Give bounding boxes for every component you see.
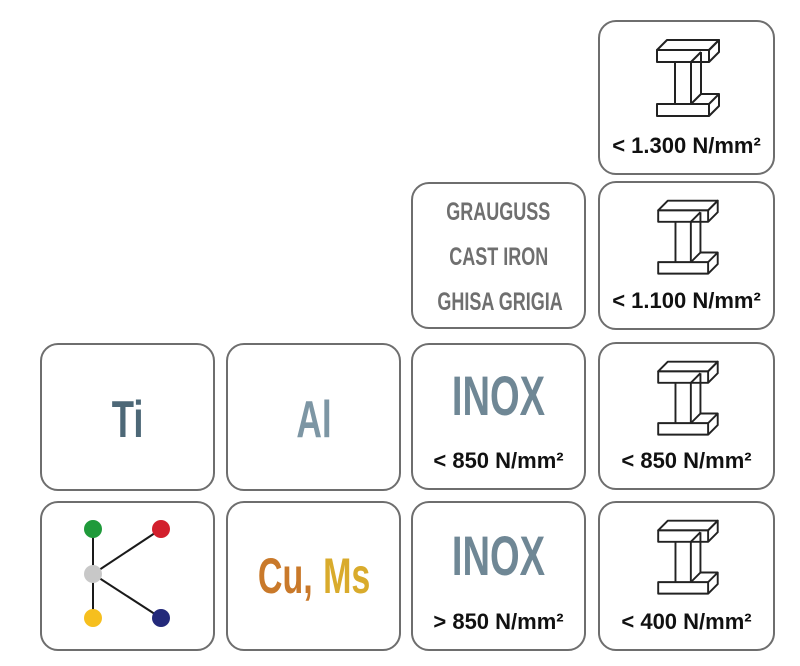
ghisa-grigia-label: GHISA GRIGIA [437, 288, 563, 316]
strength-label: < 850 N/mm² [433, 448, 564, 473]
i-beam-icon [656, 519, 719, 595]
inox-title: INOX [451, 524, 546, 587]
strength-label: < 850 N/mm² [621, 448, 752, 473]
inox-upper-tile: INOX < 850 N/mm² [411, 343, 586, 490]
grauguss-label: GRAUGUSS [446, 198, 551, 226]
strength-label: < 1.100 N/mm² [612, 288, 761, 313]
i-beam-icon [656, 360, 719, 436]
steel-400-tile: < 400 N/mm² [598, 501, 775, 651]
plastic-tile [40, 501, 215, 651]
ti-label: Ti [111, 391, 144, 449]
steel-850-tile: < 850 N/mm² [598, 342, 775, 490]
i-beam-icon [656, 199, 719, 275]
titanium-tile: Ti [40, 343, 215, 491]
inox-lower-tile: INOX > 850 N/mm² [411, 501, 586, 651]
cast-iron-label: CAST IRON [449, 243, 548, 271]
cu-label: Cu, [258, 548, 314, 604]
strength-label: < 1.300 N/mm² [612, 133, 761, 158]
ms-label: Ms [323, 548, 371, 604]
cast-iron-tile: GRAUGUSS CAST IRON GHISA GRIGIA [411, 182, 586, 329]
strength-label: > 850 N/mm² [433, 609, 564, 634]
atom-yellow [84, 609, 102, 627]
atom-green [84, 520, 102, 538]
strength-label: < 400 N/mm² [621, 609, 752, 634]
al-label: Al [295, 391, 332, 449]
inox-title: INOX [451, 364, 546, 427]
atom-gray [84, 565, 102, 583]
copper-brass-tile: Cu,Ms [226, 501, 401, 651]
steel-1100-tile: < 1.100 N/mm² [598, 181, 775, 330]
steel-1300-tile: < 1.300 N/mm² [598, 20, 775, 175]
atom-navy [152, 609, 170, 627]
aluminum-tile: Al [226, 343, 401, 491]
atom-red [152, 520, 170, 538]
i-beam-icon [655, 39, 720, 117]
molecule-icon [84, 520, 170, 627]
